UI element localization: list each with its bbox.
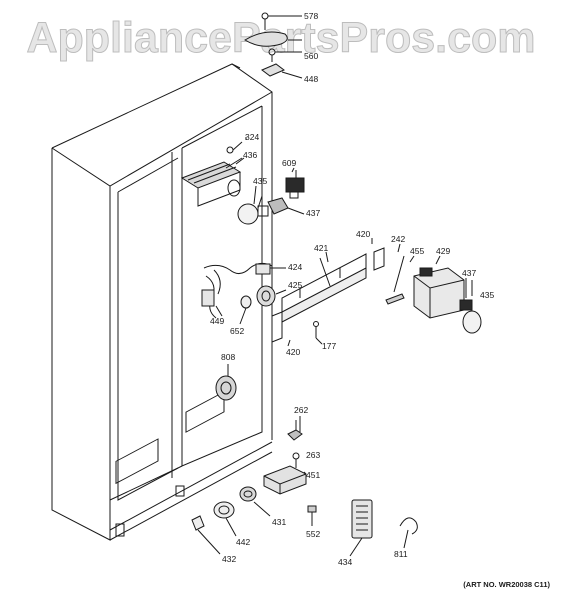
callout-420-top: 420: [356, 229, 371, 239]
callout-434: 434: [338, 557, 353, 567]
callout-560: 560: [304, 51, 319, 61]
fresh-food-light-assembly: [385, 255, 482, 334]
cabinet-outline: [51, 63, 273, 541]
callout-424: 424: [288, 262, 303, 272]
callout-432: 432: [222, 554, 237, 564]
control-housing: [271, 247, 385, 345]
top-hinge-assembly: [244, 12, 303, 79]
callout-455: 455: [410, 246, 425, 256]
light-switch: [285, 170, 305, 199]
caps: [191, 501, 237, 555]
bushing: [239, 486, 271, 517]
wiring-harness: [201, 262, 286, 319]
callout-263: 263: [306, 450, 321, 460]
callout-429: 429: [436, 246, 451, 256]
bottom-hinge-assembly: [263, 420, 307, 495]
callout-262: 262: [294, 405, 309, 415]
callout-578: 578: [304, 11, 319, 21]
callout-448: 448: [304, 74, 319, 84]
leader-lines: [235, 137, 467, 432]
callout-177: 177: [322, 341, 337, 351]
control-knob: [239, 285, 287, 325]
callout-449: 449: [210, 316, 225, 326]
callout-811: 811: [394, 549, 408, 559]
art-number: (ART NO. WR20038 C11): [463, 580, 550, 589]
freezer-light-housing: [180, 141, 243, 207]
freezer-bulb: [237, 195, 305, 225]
callout-435: 435: [253, 176, 268, 186]
screw: [307, 505, 317, 526]
callout-242: 242: [391, 234, 406, 244]
callout-808: 808: [221, 352, 236, 362]
callout-552: 552: [306, 529, 321, 539]
callout-436: 436: [243, 150, 258, 160]
callout-324: 324: [245, 132, 260, 142]
callout-431: 431: [272, 517, 287, 527]
grille: [349, 499, 373, 557]
callout-421: 421: [314, 243, 329, 253]
callout-435-right: 435: [480, 290, 495, 300]
callout-451: 451: [306, 470, 321, 480]
drain-plug: [215, 364, 237, 401]
callout-652: 652: [230, 326, 245, 336]
callout-437: 437: [306, 208, 321, 218]
callout-609: 609: [282, 158, 297, 168]
callout-420-bottom: 420: [286, 347, 301, 357]
callout-437-right: 437: [462, 268, 477, 278]
callout-425: 425: [288, 280, 303, 290]
callout-442: 442: [236, 537, 251, 547]
clip: [399, 517, 418, 549]
